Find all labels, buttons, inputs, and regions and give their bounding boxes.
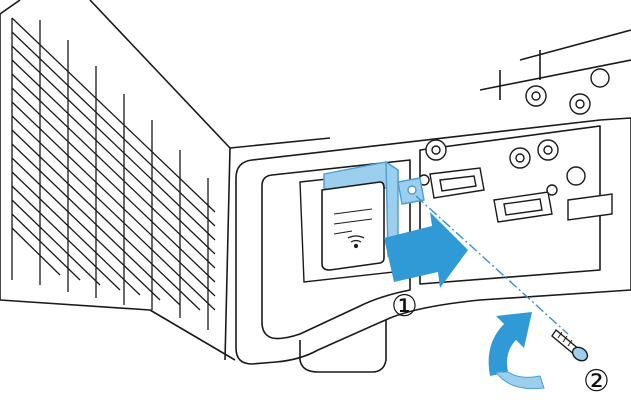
insert-arrow [384, 212, 468, 288]
step-1-label: ① [391, 289, 418, 324]
rear-ports [418, 68, 613, 223]
screw [551, 328, 589, 362]
port-round-7 [566, 166, 586, 186]
projector-side-panel [0, 14, 236, 361]
projector-top-edge [0, 0, 331, 149]
port-rect [567, 193, 613, 221]
vent-grille [11, 17, 216, 330]
projector-front-bezel [261, 159, 411, 340]
rotation-arrow-tail [495, 371, 545, 390]
projector-foot [299, 320, 387, 373]
rotation-arrow [488, 312, 532, 376]
step-2-label: ② [583, 364, 610, 399]
port-round-5 [590, 68, 610, 88]
screw-guide-line [415, 195, 569, 335]
wifi-icon [347, 235, 365, 249]
wireless-lan-module [321, 181, 385, 271]
